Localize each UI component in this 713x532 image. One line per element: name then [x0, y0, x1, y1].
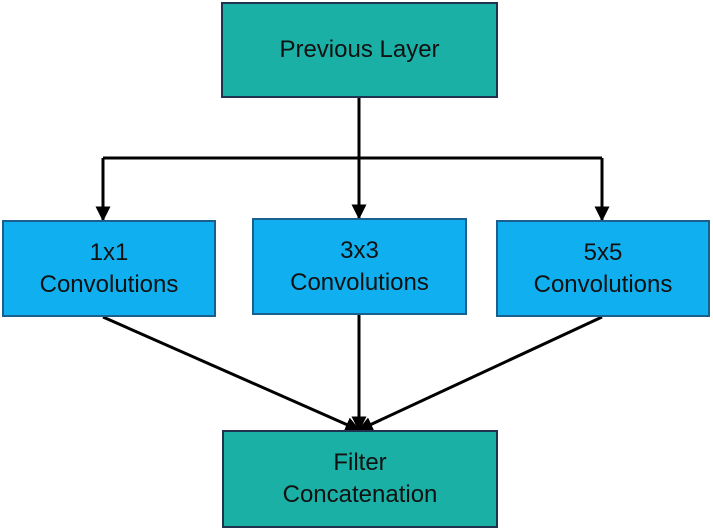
- conv-3x3-size-label: 3x3: [340, 236, 379, 264]
- concatenation-label: Concatenation: [282, 481, 438, 508]
- conv-1x1-type-label: Convolutions: [39, 270, 179, 298]
- conv-1x1-box: 1x1 Convolutions: [2, 220, 216, 317]
- filter-concatenation-box: Filter Concatenation: [222, 430, 498, 528]
- conv-5x5-size-label: 5x5: [583, 238, 623, 266]
- edge-layer: [95, 98, 610, 432]
- conv-3x3-type-label: Convolutions: [290, 268, 429, 296]
- filter-label: Filter: [333, 449, 387, 476]
- conv-5x5-type-label: Convolutions: [533, 270, 673, 298]
- conv-5x5-box: 5x5 Convolutions: [496, 220, 710, 317]
- arrow-from-conv5x5: [357, 315, 603, 432]
- conv-1x1-size-label: 1x1: [89, 238, 129, 266]
- conv-3x3-box: 3x3 Convolutions: [252, 218, 467, 315]
- previous-layer-label: Previous Layer: [279, 36, 440, 63]
- previous-layer-box: Previous Layer: [221, 2, 498, 98]
- arrow-from-conv1x1: [102, 315, 361, 432]
